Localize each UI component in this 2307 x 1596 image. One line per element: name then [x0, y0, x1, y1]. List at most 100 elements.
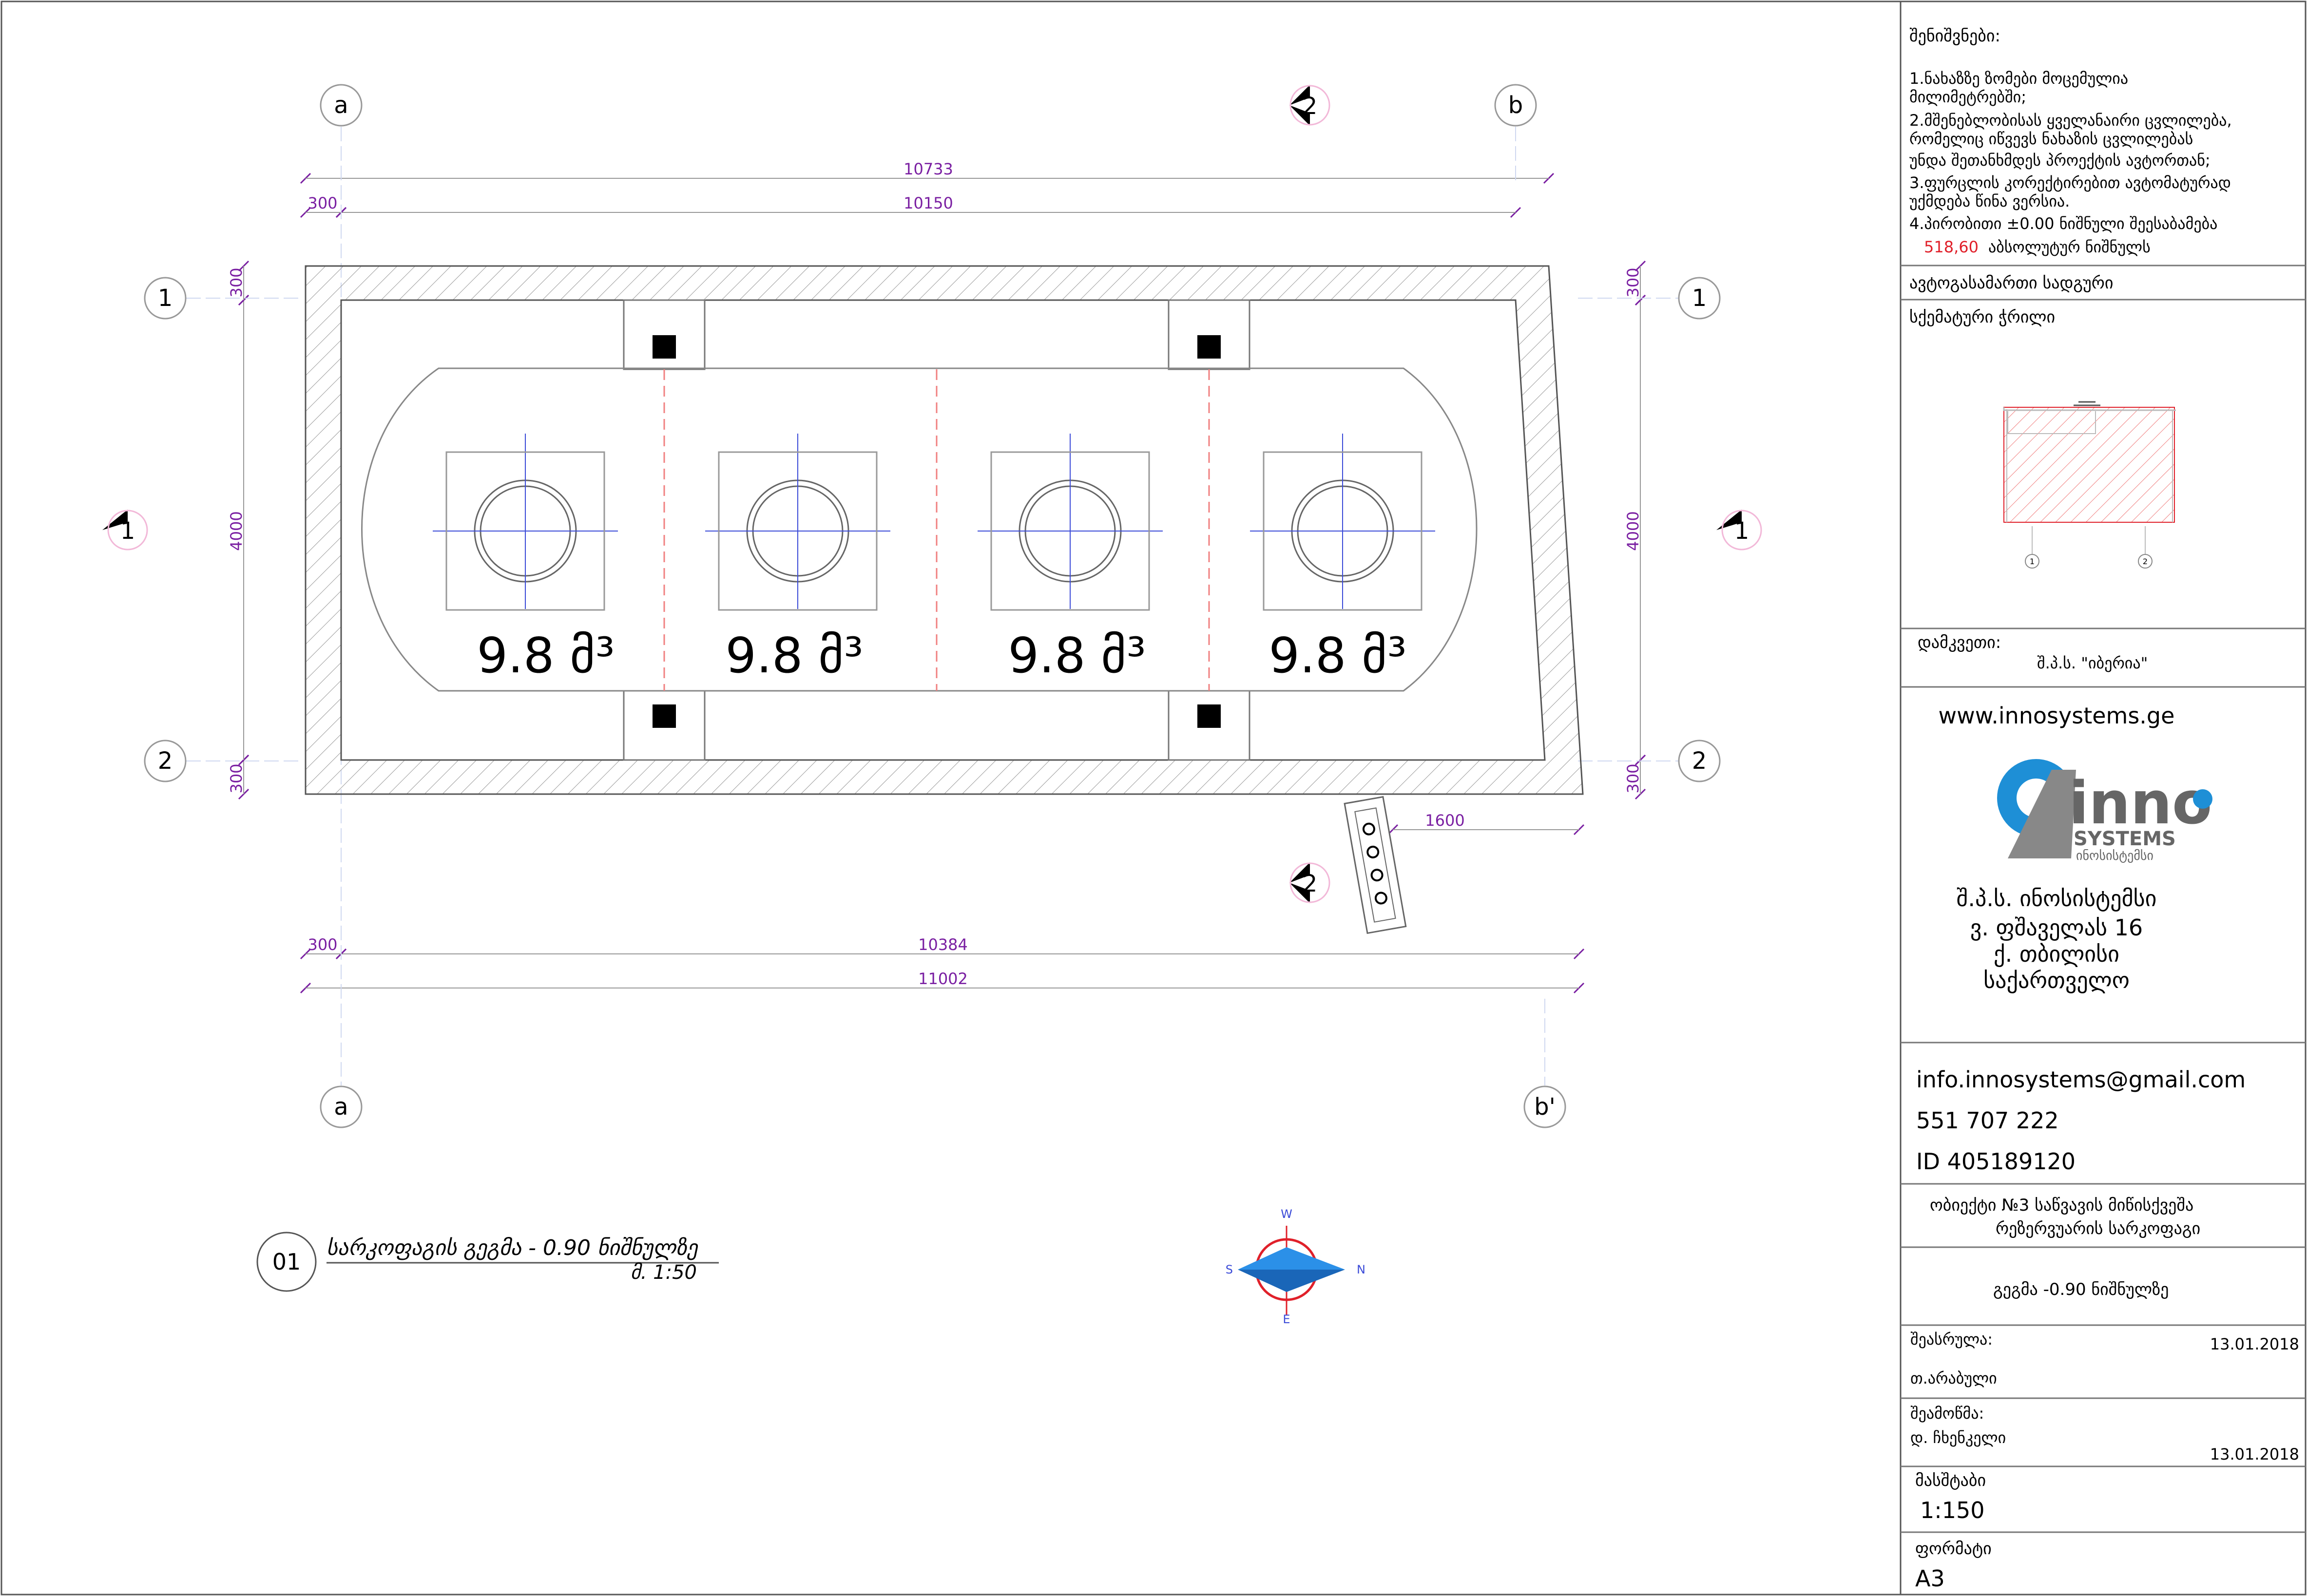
address-city: ქ. თბილისი: [1994, 941, 2119, 967]
object-line-2: რეზერვუარის სარკოფაგი: [1996, 1219, 2200, 1238]
plan-number: 01: [272, 1249, 301, 1275]
dim-top-total: 10733: [904, 160, 953, 178]
dim-bottom-total: 11002: [918, 969, 968, 988]
axis-a-top: a: [334, 92, 348, 119]
plan-title-block: 01 სარკოფაგის გეგმა - 0.90 ნიშნულზე მ. 1…: [256, 1232, 719, 1292]
scale-value: 1:150: [1920, 1497, 1985, 1523]
axis-2-left: 2: [158, 747, 173, 775]
pipe-outlet-3: [1370, 869, 1384, 882]
dim-top-inner: 10150: [904, 194, 953, 212]
compass-icon: W E S N: [1226, 1207, 1365, 1326]
dim-top-wall: 300: [308, 194, 337, 212]
section-2-top: 2: [1303, 93, 1318, 120]
dim-left-mid: 4000: [227, 511, 246, 551]
section-2-bottom: 2: [1303, 870, 1318, 897]
note-line-4: რომელიც იწვევს ნახაზის ცვლილებას: [1909, 130, 2193, 148]
pipe-box-outer: [1344, 796, 1407, 934]
tank-3-volume: 9.8 მ³: [1008, 627, 1146, 684]
note-line-5: უნდა შეთანხმდეს პროექტის ავტორთან;: [1909, 151, 2211, 170]
address-country: საქართველო: [1983, 967, 2130, 993]
checked-label: შეამოწმა:: [1910, 1404, 1984, 1423]
tank-1-opening: [445, 451, 605, 611]
pipe-outlet-2: [1366, 845, 1380, 858]
pipe-outlet-1: [1362, 822, 1375, 836]
dim-bottom-wall: 300: [308, 935, 337, 954]
tank-outline: [361, 367, 1478, 692]
plan-drawing: 10733 300 10150 300 10384 11002 1600 300…: [107, 84, 1762, 1326]
tank-2-volume: 9.8 მ³: [725, 627, 863, 684]
dimensions: 10733 300 10150 300 10384 11002 1600 300…: [227, 160, 1642, 988]
axis-bubbles: a b a b' 1 1 2 2: [144, 84, 1721, 1128]
compass-n: N: [1357, 1263, 1365, 1276]
pipe-box-inner: [1354, 807, 1396, 923]
compartment-separators: [663, 369, 1210, 691]
company-name: შ.პ.ს. ინოსისტემსი: [1957, 885, 2157, 912]
schematic-section-diagram: 1 2: [2003, 401, 2176, 569]
section-marks: 1 1 2 2: [107, 85, 1762, 903]
axis-a-bottom: a: [334, 1093, 348, 1121]
purpose-label: ავტოგასამართი სადგური: [1909, 273, 2113, 293]
note-line-8: 4.პირობითი ±0.00 ნიშნული შეესაბამება: [1909, 214, 2217, 233]
contact-email: info.innosystems@gmail.com: [1916, 1066, 2246, 1093]
note-line-1: 1.ნახაზზე ზომები მოცემულია: [1909, 69, 2128, 88]
plan-scale: მ. 1:50: [631, 1261, 697, 1284]
checked-date: 13.01.2018: [2210, 1445, 2299, 1463]
client-label: დამკვეთი:: [1918, 633, 2001, 652]
inno-logo: inno SYSTEMS ინოსისტემსი: [1997, 759, 2212, 863]
manhole-boxes: [623, 299, 1250, 761]
client-name: შ.პ.ს. "იბერია": [2037, 654, 2148, 672]
note-line-7: უქმდება წინა ვერსია.: [1909, 192, 2070, 210]
note-line-3: 2.მშენებლობისას ყველანაირი ცვლილება,: [1909, 111, 2232, 130]
schematic-axis-2: 2: [2143, 557, 2148, 566]
section-1-left: 1: [120, 517, 135, 545]
tank-2-opening: [718, 451, 878, 611]
tank-4-opening: [1263, 451, 1423, 611]
format-label: ფორმატი: [1915, 1539, 1992, 1558]
tank-4-volume: 9.8 მ³: [1269, 627, 1406, 684]
dim-right-mid: 4000: [1624, 511, 1642, 551]
outer-wall: [305, 265, 1584, 795]
plan-title: სარკოფაგის გეგმა - 0.90 ნიშნულზე: [327, 1235, 699, 1260]
section-2-bottom-arrow-b: [1289, 883, 1310, 903]
schematic-axis-1: 1: [2030, 557, 2035, 566]
logo-sub-geo: ინოსისტემსი: [2076, 849, 2153, 863]
tank-3-opening: [990, 451, 1150, 611]
compass-w: W: [1281, 1207, 1292, 1221]
section-2-bottom-arrow: [1289, 862, 1310, 883]
compass-e: E: [1283, 1312, 1290, 1326]
dim-left-bot: 300: [227, 763, 246, 793]
dim-right-top: 300: [1624, 267, 1642, 297]
axis-b-prime-bottom: b': [1534, 1093, 1556, 1121]
pipe-connection-box: [1344, 796, 1407, 934]
pipe-outlet-4: [1374, 892, 1387, 905]
axis-2-right: 2: [1692, 747, 1707, 775]
contact-id: ID 405189120: [1916, 1148, 2076, 1175]
axis-b-top: b: [1508, 92, 1523, 119]
address-street: ვ. ფშაველას 16: [1970, 914, 2143, 941]
done-date: 13.01.2018: [2210, 1335, 2299, 1353]
section-2-top-arrow: [1289, 85, 1310, 105]
checked-name: დ. ჩხენკელი: [1910, 1428, 2006, 1447]
website: www.innosystems.ge: [1939, 703, 2175, 729]
level-value: 518,60: [1924, 238, 1979, 256]
schematic-title: სქემატური ჭრილი: [1909, 307, 2055, 327]
tank-volumes: 9.8 მ³ 9.8 მ³ 9.8 მ³ 9.8 მ³: [477, 627, 1406, 684]
level-text: აბსოლუტურ ნიშნულს: [1988, 238, 2151, 256]
dim-bottom-inner: 10384: [918, 935, 968, 954]
format-value: A3: [1915, 1565, 1945, 1592]
section-2-top-arrow-b: [1289, 105, 1310, 126]
contact-phone: 551 707 222: [1916, 1107, 2059, 1134]
logo-main-text: inno: [2069, 770, 2212, 837]
compass-s: S: [1226, 1263, 1233, 1276]
axis-1-left: 1: [158, 285, 173, 312]
note-line-6: 3.ფურცლის კორექტირებით ავტომატურად: [1909, 173, 2231, 192]
logo-sub-text: SYSTEMS: [2074, 828, 2176, 850]
dim-right-bot: 300: [1624, 763, 1642, 793]
sheet-title: გეგმა -0.90 ნიშნულზე: [1993, 1280, 2169, 1299]
note-line-2: მილიმეტრებში;: [1909, 88, 2026, 106]
done-label: შეასრულა:: [1910, 1330, 1993, 1349]
dim-left-top: 300: [227, 267, 246, 297]
dim-pipe: 1600: [1425, 811, 1464, 830]
tank-1-volume: 9.8 მ³: [477, 627, 615, 684]
